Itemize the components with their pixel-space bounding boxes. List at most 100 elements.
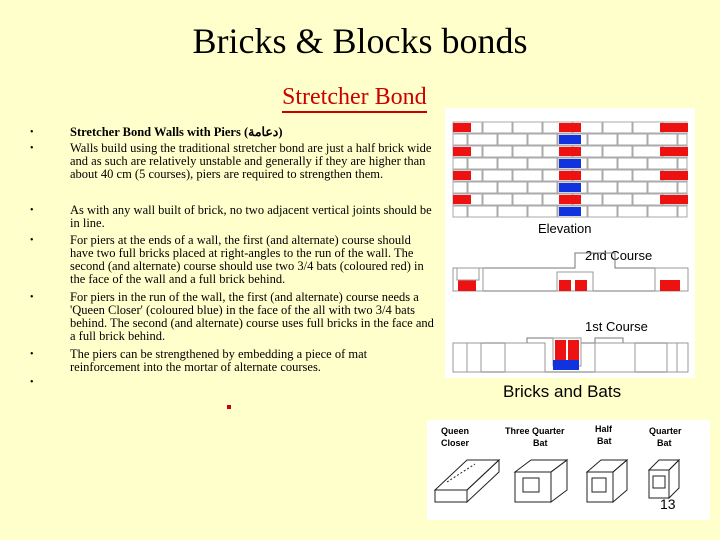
course1-label: 1st Course xyxy=(585,319,648,334)
queen-closer xyxy=(559,207,581,216)
brick xyxy=(666,342,678,373)
red-bat xyxy=(453,123,471,132)
red-bat xyxy=(660,171,688,180)
red-bat xyxy=(453,147,471,156)
brick xyxy=(466,342,482,373)
red-bat xyxy=(559,171,581,180)
bullet-marker: • xyxy=(30,235,34,246)
brick xyxy=(602,193,633,206)
elevation-bricks xyxy=(452,121,688,218)
stretcher-bond-diagram-svg: Elevation 2nd Course 1st Course xyxy=(452,121,689,373)
brick xyxy=(467,133,498,146)
brick xyxy=(632,193,663,206)
brick xyxy=(617,181,648,194)
brick xyxy=(617,205,648,218)
brick xyxy=(497,133,528,146)
brick xyxy=(467,157,498,170)
bullet-text: Walls build using the traditional stretc… xyxy=(70,141,432,181)
bullet-marker: • xyxy=(30,292,34,303)
brick xyxy=(676,342,689,373)
brick xyxy=(617,157,648,170)
queen-closer-drawing xyxy=(433,458,501,504)
slide-subtitle: Stretcher Bond xyxy=(282,84,427,113)
brick xyxy=(647,205,678,218)
brick xyxy=(512,145,543,158)
brick xyxy=(452,205,468,218)
decorative-dot xyxy=(227,405,231,409)
brick xyxy=(512,193,543,206)
brick xyxy=(594,342,636,373)
brick xyxy=(456,267,480,281)
brick xyxy=(497,181,528,194)
bullet-text: Stretcher Bond Walls with Piers (دعامة) xyxy=(70,125,283,139)
red-bat xyxy=(660,195,688,204)
slide-title: Bricks & Blocks bonds xyxy=(192,21,528,61)
brick xyxy=(587,181,618,194)
page-number: 13 xyxy=(660,496,676,512)
brick xyxy=(512,121,543,134)
queen-closer xyxy=(559,159,581,168)
brick xyxy=(632,121,663,134)
queen-closer xyxy=(553,360,579,370)
brick xyxy=(497,157,528,170)
bullet-marker: • xyxy=(30,349,34,360)
queen-closer xyxy=(559,183,581,192)
brick xyxy=(647,133,678,146)
brick xyxy=(617,133,648,146)
closer-label: Closer xyxy=(441,438,470,448)
brick xyxy=(647,181,678,194)
brick xyxy=(587,205,618,218)
quarter-bat-drawing xyxy=(647,458,681,500)
red-bat xyxy=(453,195,471,204)
brick xyxy=(467,205,498,218)
brick xyxy=(587,133,618,146)
queen-label: Queen xyxy=(441,426,469,436)
brick xyxy=(632,169,663,182)
brick xyxy=(452,181,468,194)
brick xyxy=(482,169,513,182)
three-quarter-label: Three Quarter xyxy=(505,426,565,436)
red-bat xyxy=(575,280,587,291)
red-bat xyxy=(660,123,688,132)
brick xyxy=(504,342,546,373)
course2-label: 2nd Course xyxy=(585,248,652,263)
bullet-text: The piers can be strengthened by embeddi… xyxy=(70,347,368,374)
bat-label: Bat xyxy=(597,436,612,446)
brick xyxy=(497,205,528,218)
red-bat xyxy=(559,123,581,132)
brick xyxy=(527,133,558,146)
bats-caption: Bricks and Bats xyxy=(503,382,622,401)
queen-closer xyxy=(559,135,581,144)
elevation-label: Elevation xyxy=(538,221,591,236)
course1-plan xyxy=(452,337,689,373)
brick xyxy=(482,145,513,158)
brick xyxy=(602,145,633,158)
brick xyxy=(677,205,688,218)
bullet-marker: • xyxy=(30,377,34,388)
brick xyxy=(527,181,558,194)
brick xyxy=(482,121,513,134)
brick xyxy=(467,181,498,194)
bullet-marker: • xyxy=(30,127,34,138)
red-bat xyxy=(559,280,571,291)
red-bat xyxy=(559,147,581,156)
bullet-text: For piers at the ends of a wall, the fir… xyxy=(70,233,424,286)
red-bat xyxy=(559,195,581,204)
course2-plan xyxy=(452,252,689,292)
brick xyxy=(647,157,678,170)
bat-label: Bat xyxy=(533,438,548,448)
brick xyxy=(512,169,543,182)
red-bat xyxy=(568,340,579,360)
brick xyxy=(677,157,688,170)
half-bat-drawing xyxy=(585,458,629,504)
red-bat xyxy=(458,280,476,291)
half-label: Half xyxy=(595,424,613,434)
brick xyxy=(452,133,468,146)
brick xyxy=(482,193,513,206)
brick xyxy=(632,145,663,158)
bullet-marker: • xyxy=(30,143,34,154)
brick xyxy=(452,157,468,170)
three-quarter-bat-drawing xyxy=(513,459,569,503)
bullet-marker: • xyxy=(30,205,34,216)
bullet-text: For piers in the run of the wall, the fi… xyxy=(70,290,434,343)
